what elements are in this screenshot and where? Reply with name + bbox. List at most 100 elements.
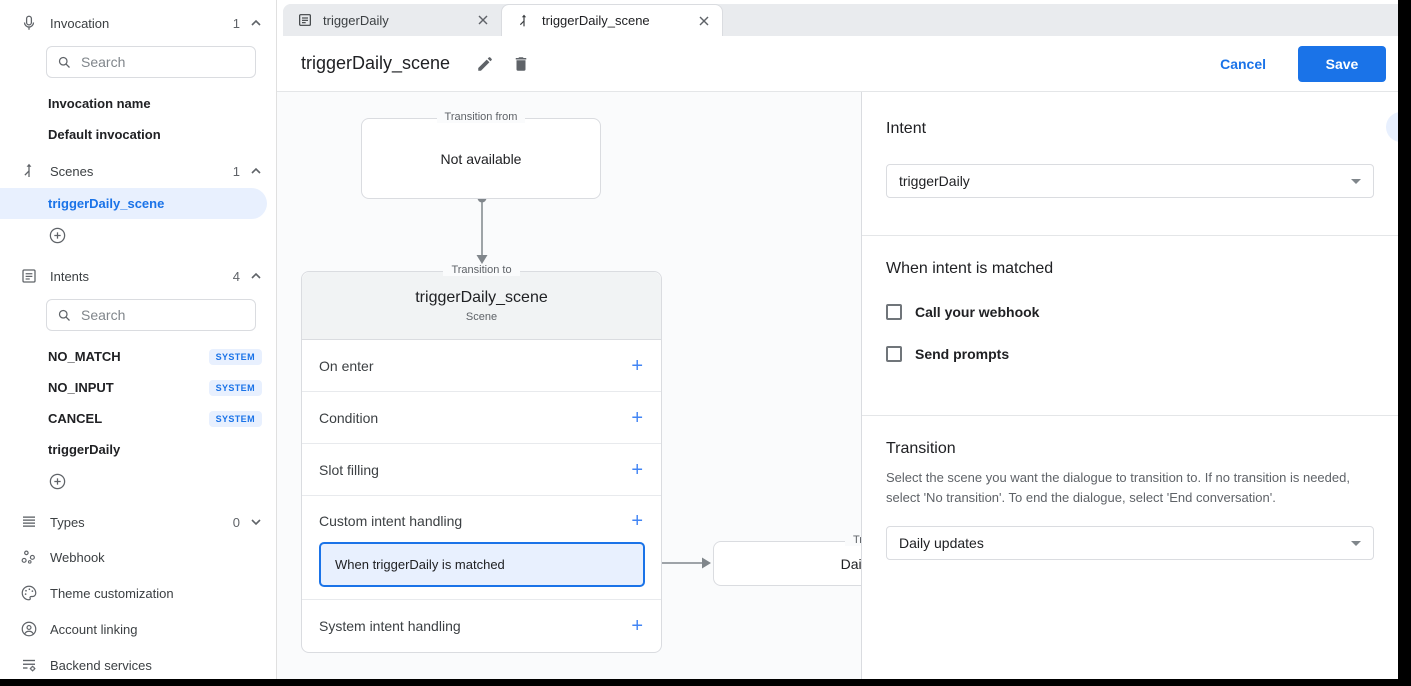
checkbox-icon[interactable]: [886, 346, 902, 362]
transition-target-box[interactable]: Transition to Daily updates: [713, 534, 861, 586]
sidebar-section-scenes[interactable]: Scenes 1: [0, 154, 276, 188]
scene-row-on-enter[interactable]: On enter +: [302, 340, 661, 392]
trash-icon[interactable]: [512, 55, 530, 73]
chevron-up-icon[interactable]: [250, 270, 262, 282]
chevron-up-icon[interactable]: [250, 17, 262, 29]
item-label: NO_MATCH: [48, 349, 121, 364]
scene-card[interactable]: Transition to triggerDaily_scene Scene O…: [301, 264, 662, 653]
row-label: System intent handling: [319, 618, 461, 634]
search-icon: [58, 309, 70, 321]
add-system-intent-button[interactable]: +: [631, 615, 643, 637]
row-label: Slot filling: [319, 461, 379, 478]
transition-from-box[interactable]: Transition from Not available: [361, 111, 601, 199]
when-matched-heading: When intent is matched: [886, 260, 1054, 277]
checkbox-label: Send prompts: [915, 346, 1010, 362]
theme-icon: [20, 584, 38, 602]
item-label: Webhook: [50, 549, 105, 565]
section-count: 1: [232, 15, 240, 31]
send-prompts-checkbox-row[interactable]: Send prompts: [886, 346, 1374, 362]
sidebar-item-cancel[interactable]: CANCEL SYSTEM: [0, 403, 276, 434]
system-badge: SYSTEM: [208, 348, 262, 365]
scene-icon: [20, 162, 38, 180]
tab-triggerdaily-scene[interactable]: triggerDaily_scene: [501, 4, 723, 36]
sidebar-item-backend-services[interactable]: Backend services: [0, 647, 276, 679]
sidebar-item-triggerdaily-scene[interactable]: triggerDaily_scene: [0, 188, 267, 219]
scene-row-system-intent-handling[interactable]: System intent handling +: [302, 600, 661, 652]
add-custom-intent-button[interactable]: +: [631, 510, 643, 532]
invocation-search-input[interactable]: [81, 54, 245, 70]
add-scene-button[interactable]: [0, 219, 276, 251]
add-on-enter-button[interactable]: +: [631, 354, 643, 377]
system-badge: SYSTEM: [208, 379, 262, 396]
scene-canvas[interactable]: Transition from Not available Transition…: [277, 92, 861, 679]
scene-card-header: triggerDaily_scene Scene: [302, 272, 661, 340]
intent-heading: Intent: [886, 120, 927, 137]
tab-label: triggerDaily: [323, 12, 389, 28]
mic-icon: [20, 14, 38, 32]
close-icon[interactable]: [475, 12, 491, 28]
save-button[interactable]: Save: [1298, 45, 1386, 82]
chevron-down-icon[interactable]: [250, 516, 262, 528]
section-count: 0: [232, 514, 240, 530]
page-title: triggerDaily_scene: [301, 53, 451, 73]
sidebar: Invocation 1 Invocation name Default inv…: [0, 0, 277, 679]
sidebar-item-webhook[interactable]: Webhook: [0, 539, 276, 575]
sidebar-item-account-linking[interactable]: Account linking: [0, 611, 276, 647]
transition-target-text: Daily updates: [840, 555, 861, 572]
section-label: Invocation: [50, 15, 110, 31]
checkbox-label: Call your webhook: [915, 304, 1040, 320]
item-label: Invocation name: [48, 96, 151, 111]
item-label: NO_INPUT: [48, 380, 114, 395]
checkbox-icon[interactable]: [886, 304, 902, 320]
close-icon[interactable]: [696, 13, 712, 29]
section-label: Intents: [50, 268, 90, 284]
transition-dropdown-value: Daily updates: [899, 535, 984, 551]
intent-handler-when-triggerdaily-matched[interactable]: When triggerDaily is matched: [319, 542, 645, 587]
sidebar-item-theme-customization[interactable]: Theme customization: [0, 575, 276, 611]
item-label: Backend services: [50, 657, 152, 673]
backend-icon: [20, 656, 38, 674]
sidebar-item-invocation-name[interactable]: Invocation name: [0, 88, 276, 119]
scene-row-condition[interactable]: Condition +: [302, 392, 661, 444]
scene-icon: [516, 13, 532, 29]
item-label: triggerDaily: [48, 442, 121, 457]
row-label: Condition: [319, 409, 379, 426]
chevron-up-icon[interactable]: [250, 165, 262, 177]
transition-dropdown[interactable]: Daily updates: [886, 526, 1374, 560]
section-label: Types: [50, 514, 85, 530]
add-condition-button[interactable]: +: [631, 406, 643, 429]
sidebar-section-intents[interactable]: Intents 4: [0, 259, 276, 293]
intents-search[interactable]: [46, 299, 256, 331]
row-label: On enter: [319, 357, 374, 374]
chevron-right-icon[interactable]: [1386, 112, 1398, 142]
item-label: triggerDaily_scene: [48, 196, 165, 211]
pencil-icon[interactable]: [476, 55, 494, 73]
sidebar-item-triggerdaily[interactable]: triggerDaily: [0, 434, 276, 465]
plus-circle-icon: [49, 473, 66, 489]
sidebar-item-default-invocation[interactable]: Default invocation: [0, 119, 276, 150]
add-intent-button[interactable]: [0, 465, 276, 497]
intent-dropdown[interactable]: triggerDaily: [886, 164, 1374, 198]
intents-search-input[interactable]: [81, 307, 245, 323]
page-header: triggerDaily_scene Cancel Save: [277, 36, 1398, 92]
add-slot-filling-button[interactable]: +: [631, 458, 643, 481]
item-label: Account linking: [50, 621, 138, 637]
call-webhook-checkbox-row[interactable]: Call your webhook: [886, 304, 1374, 320]
scene-row-slot-filling[interactable]: Slot filling +: [302, 444, 661, 496]
tab-triggerdaily[interactable]: triggerDaily: [283, 4, 501, 36]
scene-row-custom-intent-handling[interactable]: Custom intent handling + When triggerDai…: [302, 496, 661, 600]
invocation-search[interactable]: [46, 46, 256, 78]
transition-from-text: Not available: [440, 150, 522, 167]
account-icon: [20, 620, 38, 638]
tab-bar: triggerDaily triggerDaily_scene: [277, 0, 1398, 36]
dropdown-caret: [1351, 178, 1361, 184]
intent-icon: [297, 12, 313, 28]
cancel-button[interactable]: Cancel: [1220, 55, 1266, 72]
system-badge: SYSTEM: [208, 410, 262, 427]
sidebar-section-invocation[interactable]: Invocation 1: [0, 6, 276, 40]
sidebar-item-no-input[interactable]: NO_INPUT SYSTEM: [0, 372, 276, 403]
sidebar-section-types[interactable]: Types 0: [0, 505, 276, 539]
sidebar-item-no-match[interactable]: NO_MATCH SYSTEM: [0, 341, 276, 372]
section-label: Scenes: [50, 163, 94, 179]
